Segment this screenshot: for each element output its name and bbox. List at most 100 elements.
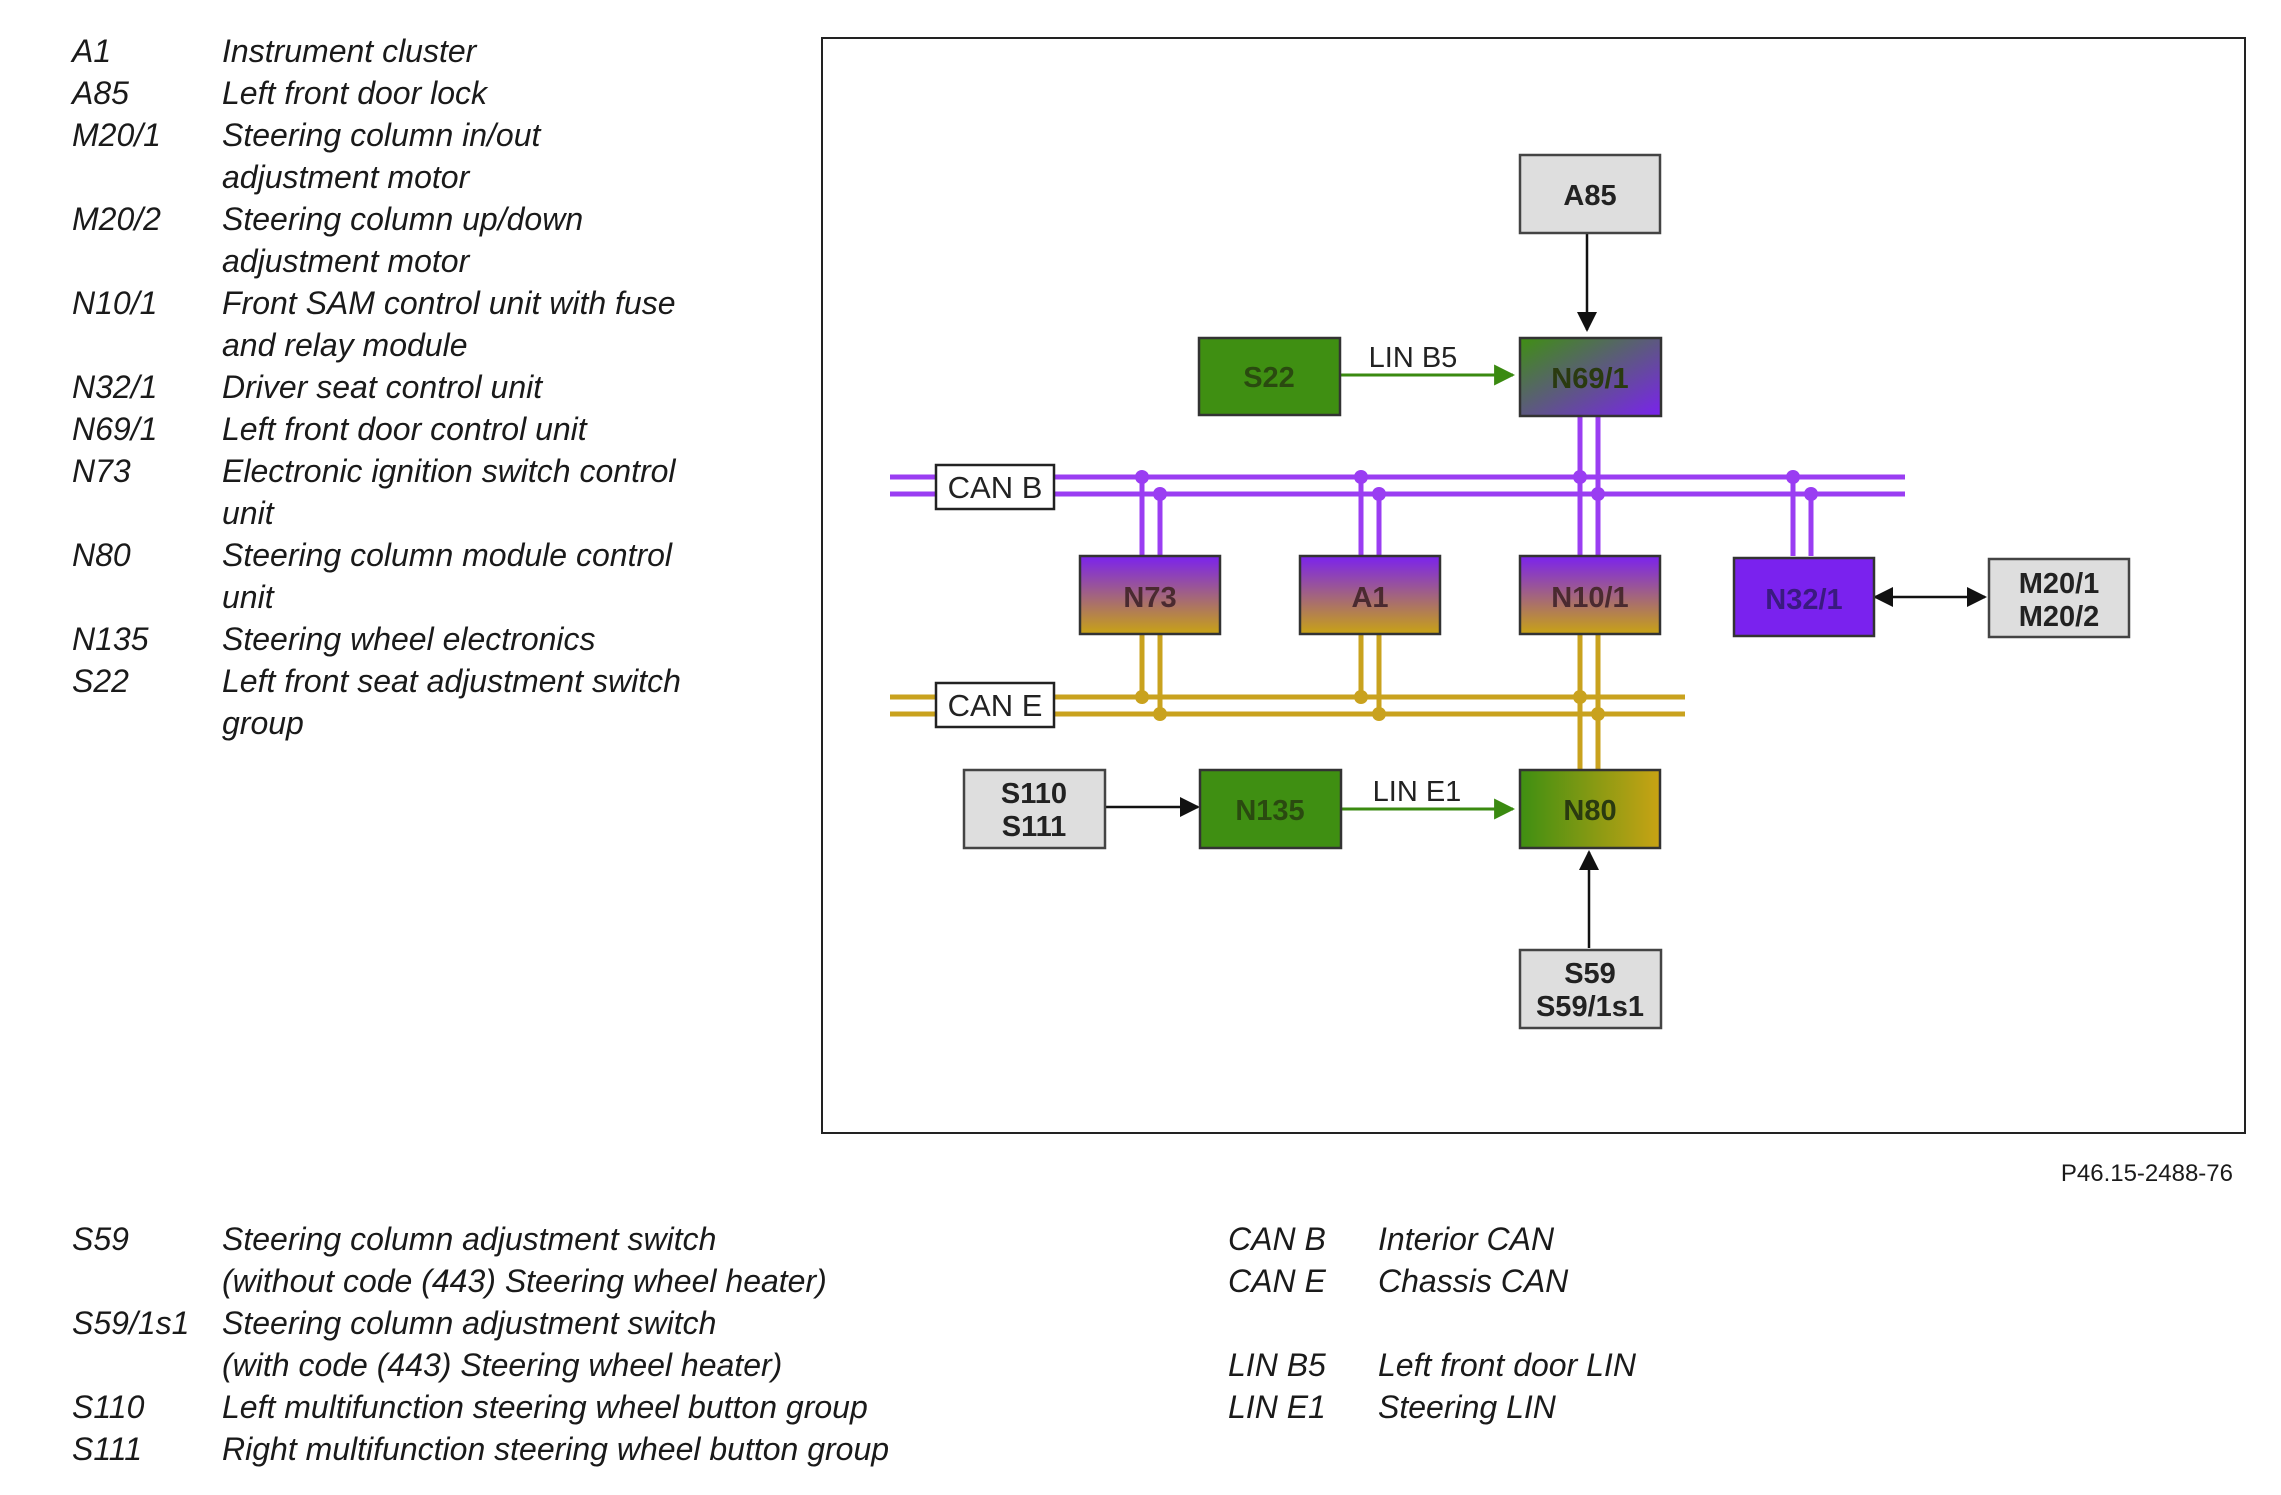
legend-desc: Chassis CAN [1378,1263,1569,1299]
legend-desc: Front SAM control unit with fuse and rel… [222,285,676,363]
legend-item: S59 Steering column adjustment switch (wi… [72,1218,972,1302]
legend-item: N135 Steering wheel electronics [72,618,772,660]
box-s110-s111: S110 S111 [962,768,1107,850]
legend-desc: Right multifunction steering wheel butto… [222,1431,890,1467]
lin-e1-label: LIN E1 [1373,776,1462,808]
svg-text:N73: N73 [1123,582,1176,614]
svg-text:N80: N80 [1563,795,1616,827]
legend-code: LIN E1 [1228,1389,1326,1425]
box-s59: S59 S59/1s1 [1518,948,1663,1030]
legend-desc: Left multifunction steering wheel button… [222,1389,868,1425]
legend-code: N73 [72,453,131,489]
box-a1: A1 [1298,554,1442,636]
legend-desc: Steering column module control unit [222,537,673,615]
box-n73: N73 [1078,554,1222,636]
legend-desc: Steering column in/out adjustment motor [222,117,541,195]
legend-code: CAN E [1228,1263,1326,1299]
legend-code: N10/1 [72,285,158,321]
legend-item: S59/1s1 Steering column adjustment switch… [72,1302,972,1386]
legend-desc: Electronic ignition switch control unit [222,453,676,531]
svg-text:M20/2: M20/2 [2019,601,2100,633]
legend-desc: Left front door LIN [1378,1347,1636,1383]
svg-text:N69/1: N69/1 [1551,363,1628,395]
legend-desc: Steering LIN [1378,1389,1556,1425]
svg-text:M20/1: M20/1 [2019,568,2100,600]
legend-item: A85 Left front door lock [72,72,772,114]
can-b-junctions [1135,470,1818,501]
legend-item: CAN E Chassis CAN [1228,1260,1828,1302]
box-n10-1: N10/1 [1518,554,1662,636]
legend-item: LIN B5 Left front door LIN [1228,1344,1828,1386]
legend-desc: Driver seat control unit [222,369,543,405]
svg-text:S59: S59 [1564,958,1616,990]
legend-code: S59 [72,1221,129,1257]
box-s22: S22 [1197,336,1342,417]
legend-desc: Steering column adjustment switch (witho… [222,1221,827,1299]
svg-text:A85: A85 [1563,180,1616,212]
legend-code: N32/1 [72,369,158,405]
can-b-bus [890,474,1905,497]
box-n135: N135 [1198,768,1343,850]
legend-desc: Steering column up/down adjustment motor [222,201,584,279]
legend-code: S22 [72,663,129,699]
box-n32-1: N32/1 [1732,556,1876,638]
legend-desc: Interior CAN [1378,1221,1555,1257]
lin-b5-label: LIN B5 [1369,342,1458,374]
legend-code: N80 [72,537,131,573]
legend-code: S111 [72,1431,142,1467]
legend-code: LIN B5 [1228,1347,1326,1383]
can-b-connections [1139,416,1814,556]
legend-desc: Instrument cluster [222,33,477,69]
svg-text:S111: S111 [1002,811,1067,843]
legend-item: S22 Left front seat adjustment switch gro… [72,660,772,744]
svg-text:N32/1: N32/1 [1765,584,1842,616]
box-n69-1: N69/1 [1518,336,1663,418]
svg-text:S110: S110 [1001,778,1067,810]
legend-item: LIN E1 Steering LIN [1228,1386,1828,1428]
svg-text:CAN E: CAN E [948,688,1043,723]
svg-text:S59/1s1: S59/1s1 [1536,991,1644,1023]
legend-code: M20/1 [72,117,161,153]
svg-text:N10/1: N10/1 [1551,582,1628,614]
box-n80: N80 [1518,768,1662,850]
legend-component-list: A1 Instrument cluster A85 Left front door … [72,30,772,744]
legend-code: S110 [72,1389,145,1425]
legend-item: CAN B Interior CAN [1228,1218,1828,1260]
svg-text:S22: S22 [1243,362,1295,394]
svg-text:N135: N135 [1235,795,1304,827]
legend-item: M20/1 Steering column in/out adjustment m… [72,114,772,198]
can-e-label: CAN E [934,681,1056,729]
legend-code: N135 [72,621,149,657]
svg-text:CAN B: CAN B [948,470,1043,505]
legend-item: S111 Right multifunction steering wheel b… [72,1428,972,1470]
legend-code: N69/1 [72,411,158,447]
legend-code: M20/2 [72,201,161,237]
diagram-frame [821,37,2246,1134]
legend-item: N80 Steering column module control unit [72,534,772,618]
legend-desc: Left front door lock [222,75,488,111]
box-m20: M20/1 M20/2 [1987,557,2131,639]
legend-code: A85 [72,75,129,111]
legend-desc: Steering column adjustment switch (with … [222,1305,783,1383]
box-a85: A85 [1518,153,1662,235]
legend-item: N73 Electronic ignition switch control un… [72,450,772,534]
legend-desc: Left front seat adjustment switch group [222,663,681,741]
figure-reference: P46.15-2488-76 [2060,1160,2233,1187]
legend-desc: Steering wheel electronics [222,621,596,657]
legend-item: N32/1 Driver seat control unit [72,366,772,408]
legend-item: S110 Left multifunction steering wheel bu… [72,1386,972,1428]
legend-item: A1 Instrument cluster [72,30,772,72]
legend-code: S59/1s1 [72,1305,190,1341]
svg-text:A1: A1 [1351,582,1388,614]
can-e-junctions [1135,690,1605,721]
legend-code: CAN B [1228,1221,1326,1257]
legend-code: A1 [72,33,112,69]
legend-item: M20/2 Steering column up/down adjustment … [72,198,772,282]
can-e-connections [1139,634,1601,770]
can-b-label: CAN B [934,463,1056,511]
legend-item: N10/1 Front SAM control unit with fuse an… [72,282,772,366]
legend-bus-list: CAN B Interior CAN CAN E Chassis CAN LIN B… [1228,1218,1828,1428]
